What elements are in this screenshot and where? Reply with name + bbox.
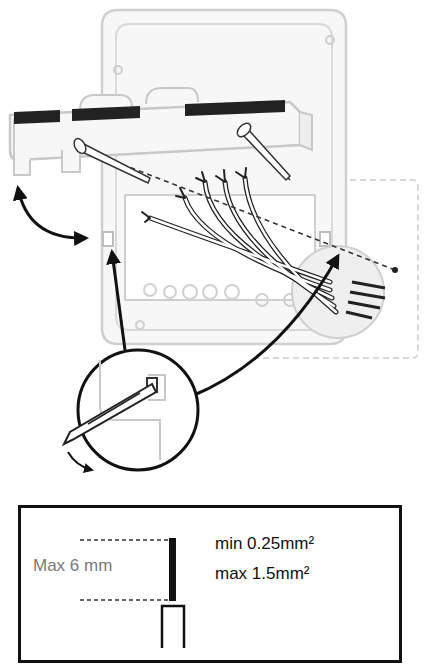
spec-box: Max 6 mm min 0.25mm² max 1.5mm² [18, 505, 402, 663]
screws [72, 121, 398, 273]
wire-section-max: max 1.5mm² [215, 564, 309, 584]
detail-magnifier [64, 350, 198, 470]
stripped-wire [80, 538, 184, 648]
terminal-block [10, 88, 312, 175]
wire-section-min: min 0.25mm² [215, 534, 314, 554]
strip-length: Max 6 mm [33, 556, 112, 576]
wires [142, 168, 336, 312]
